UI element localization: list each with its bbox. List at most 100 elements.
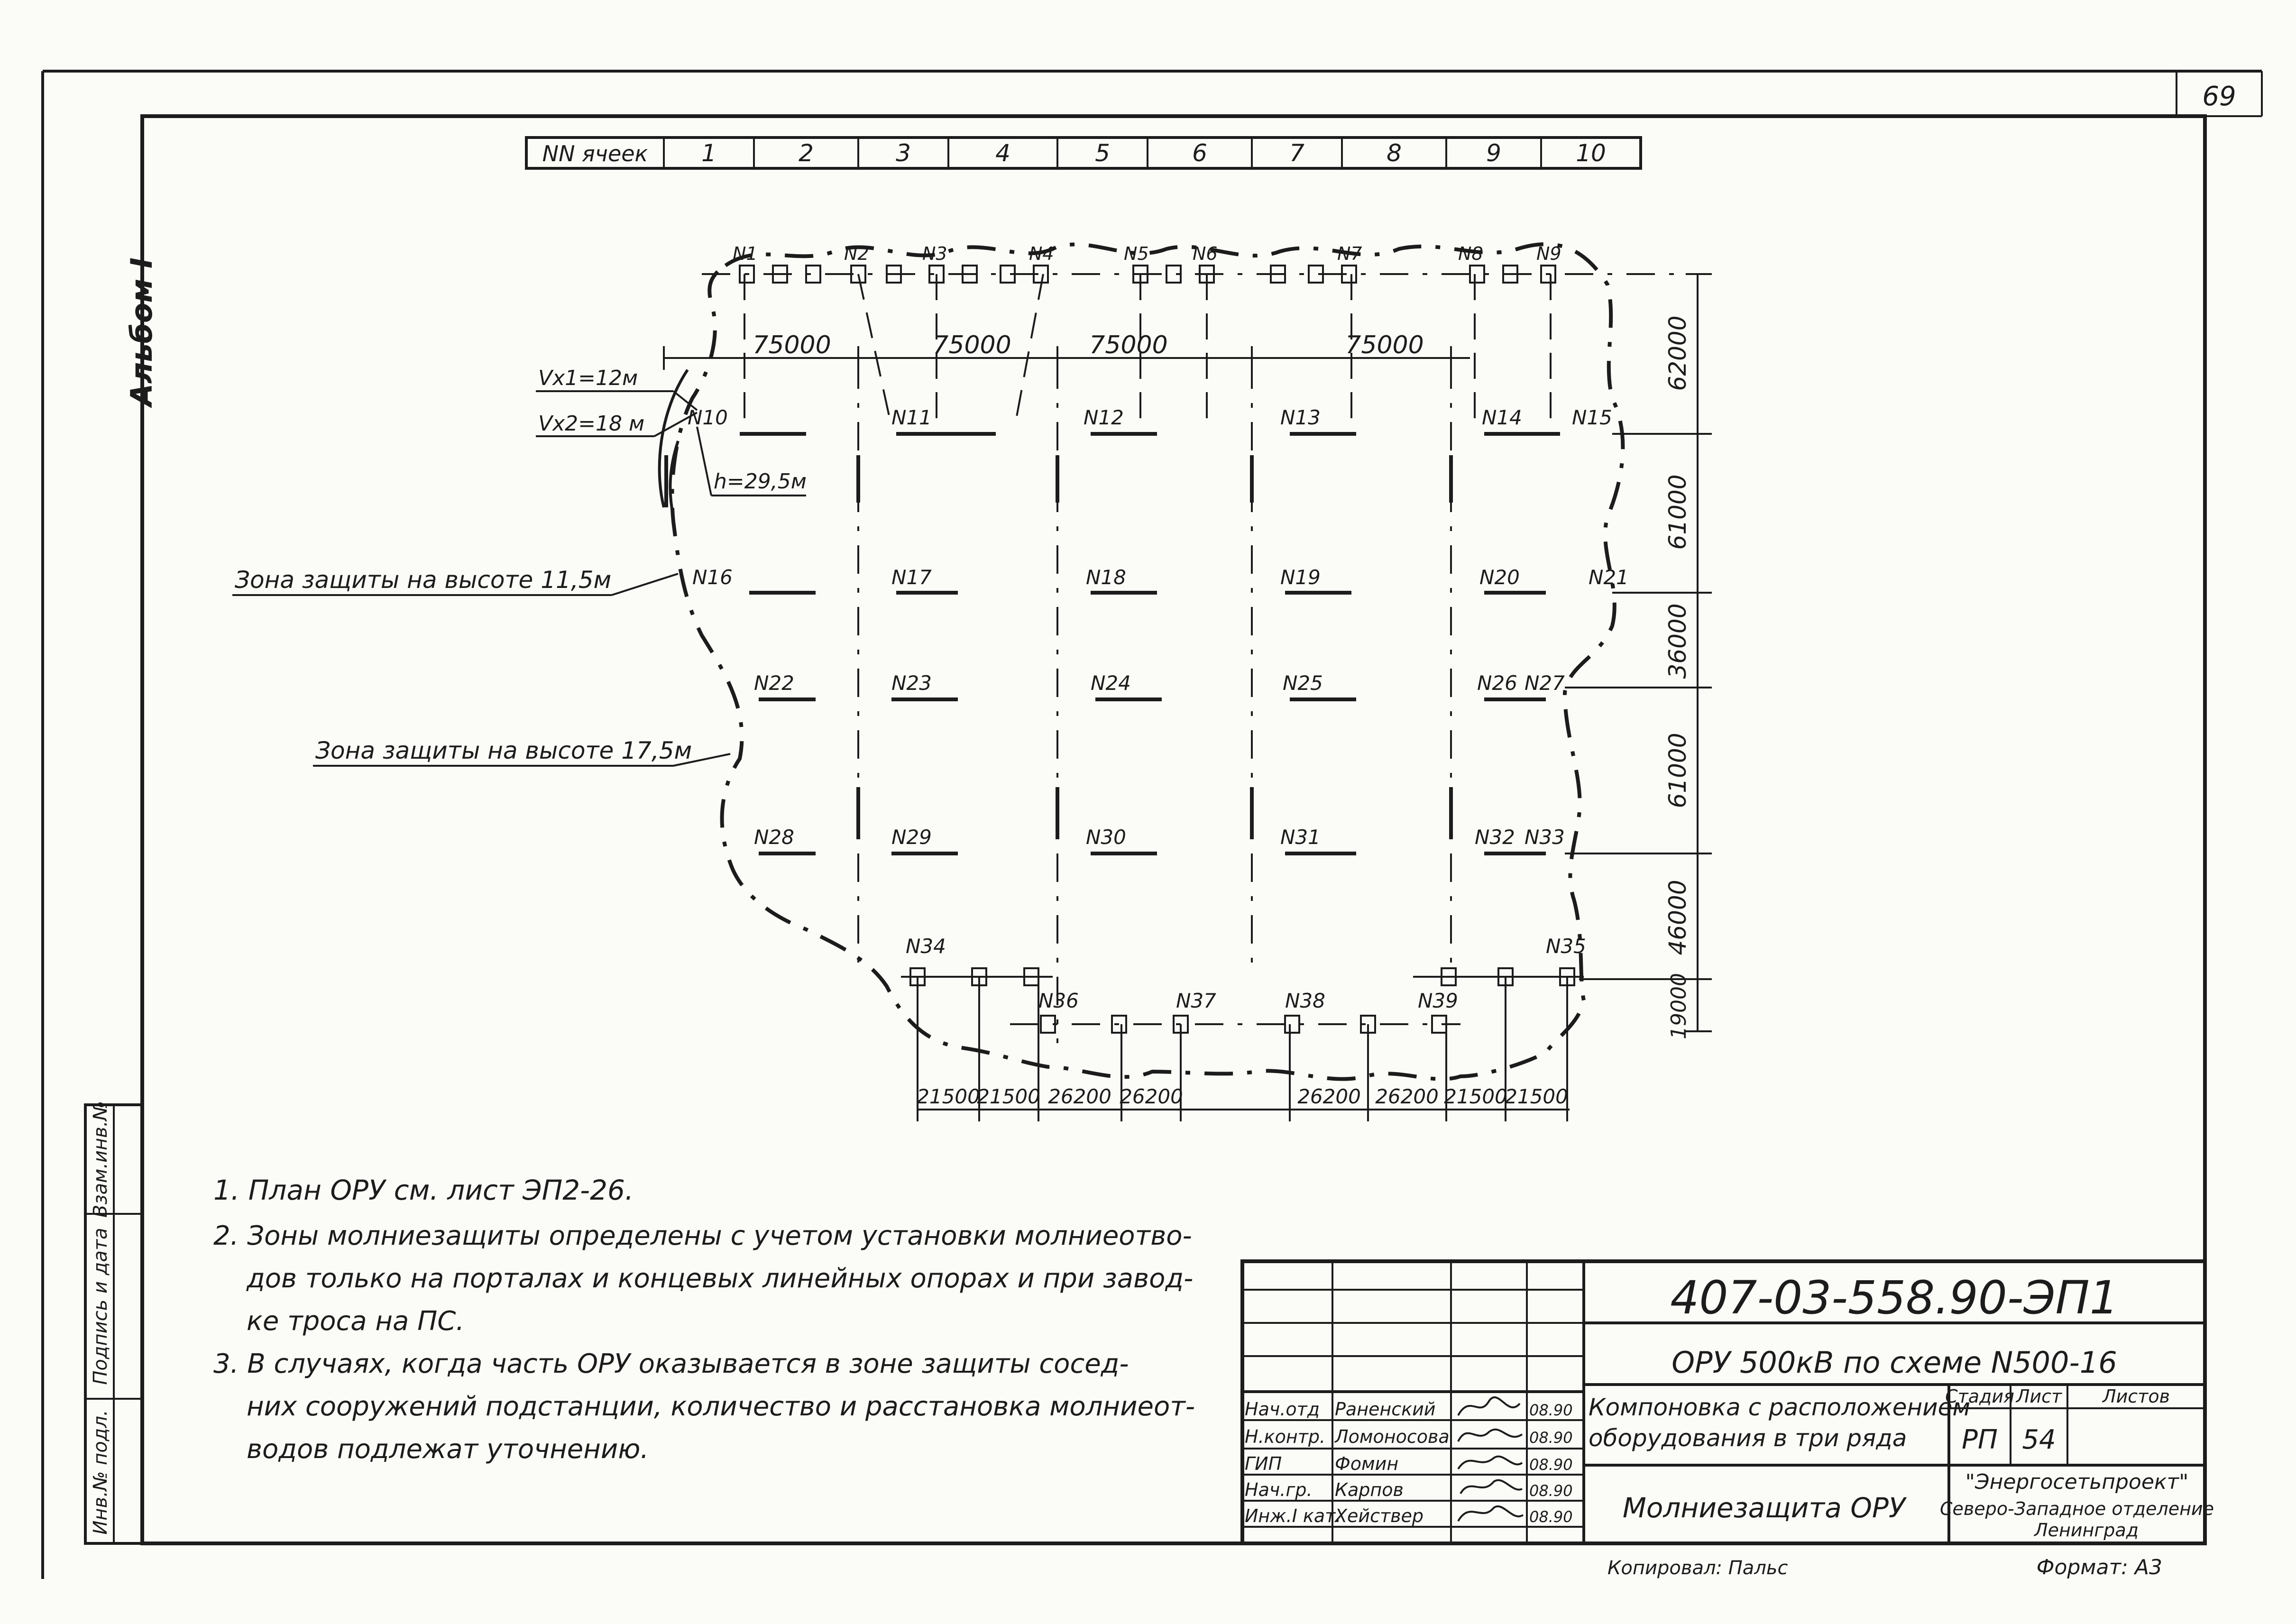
- rod-label: N25: [1283, 671, 1323, 695]
- height-label: h=29,5м: [714, 469, 807, 494]
- rod-label: N2: [844, 243, 869, 264]
- right-dim: 46000: [1664, 880, 1691, 955]
- rod-label: N17: [891, 566, 932, 589]
- bottom-dim: 26200: [1375, 1085, 1439, 1108]
- rod-label: N29: [891, 826, 932, 849]
- cell-number: 4: [995, 139, 1010, 167]
- radius-label-1: Vx1=12м: [538, 366, 638, 390]
- rod-label: N15: [1572, 406, 1612, 429]
- cell-number: 3: [896, 139, 911, 167]
- rod-label: N26: [1477, 671, 1517, 695]
- bottom-dim: 26200: [1120, 1085, 1183, 1108]
- signer-role: Инж.I кат.: [1245, 1505, 1341, 1526]
- subject-line: оборудования в три ряда: [1589, 1424, 1907, 1452]
- rod-label: N32: [1475, 826, 1515, 849]
- cell-number: 1: [701, 139, 716, 167]
- rod-label: N27: [1525, 671, 1565, 695]
- equipment-rows: [664, 432, 1560, 855]
- note-line: 1. План ОРУ см. лист ЭП2-26.: [213, 1174, 634, 1206]
- signer-name: Карпов: [1335, 1479, 1404, 1500]
- rod-label: N3: [922, 243, 947, 264]
- cell-number: 2: [799, 139, 814, 167]
- rod-label: N13: [1280, 406, 1321, 429]
- bottom-extension-lines: [917, 977, 1568, 1105]
- radius-label-2: Vx2=18 м: [538, 412, 644, 436]
- signer-date: 08.90: [1529, 1401, 1573, 1419]
- rod-label: N21: [1589, 566, 1629, 589]
- rod-label: N35: [1546, 935, 1586, 958]
- bottom-dim: 26200: [1048, 1085, 1111, 1108]
- rod-label: N37: [1176, 989, 1216, 1012]
- left-stamp: [84, 1103, 144, 1545]
- signer-name: Фомин: [1335, 1453, 1398, 1474]
- right-dim: 19000: [1667, 973, 1691, 1039]
- rod-label: N39: [1418, 989, 1458, 1012]
- rod-label: N6: [1193, 243, 1218, 264]
- right-dim: 36000: [1664, 603, 1691, 679]
- sheet-value: 54: [2022, 1424, 2056, 1455]
- rod-label: N34: [906, 935, 946, 958]
- signer-date: 08.90: [1529, 1508, 1573, 1526]
- stamp-label: Взам.инв.№: [90, 1101, 111, 1218]
- signer-role: Нач.отд: [1245, 1399, 1320, 1420]
- rod-label: N36: [1038, 989, 1079, 1012]
- sheet-header: Лист: [2015, 1386, 2063, 1407]
- org-line: Ленинград: [2033, 1520, 2139, 1541]
- right-dimension: [1565, 273, 1712, 1032]
- rod-label: N33: [1525, 826, 1565, 849]
- rod-label: N7: [1337, 243, 1362, 264]
- cell-number: 6: [1192, 139, 1207, 167]
- drawing-code: 407-03-558.90-ЭП1: [1670, 1271, 2119, 1324]
- note-line: дов только на порталах и концевых линейн…: [246, 1263, 1193, 1294]
- rod-label: N23: [891, 671, 932, 695]
- rod-label: N4: [1029, 243, 1054, 264]
- cell-number: 10: [1576, 139, 1606, 167]
- signer-date: 08.90: [1529, 1456, 1573, 1474]
- cell-number: 8: [1387, 139, 1402, 167]
- bottom-dim: 21500: [1444, 1085, 1507, 1108]
- rod-label: N9: [1536, 243, 1561, 264]
- note-line: них сооружений подстанции, количество и …: [247, 1391, 1195, 1422]
- zone-high-label: Зона защиты на высоте 17,5м: [315, 737, 692, 764]
- rod-label: N10: [688, 406, 728, 429]
- rod-label: N16: [692, 566, 733, 589]
- rod-label: N5: [1124, 243, 1149, 264]
- span-dim: 75000: [753, 331, 831, 359]
- stage-header: Стадия: [1945, 1386, 2014, 1407]
- cell-number: 9: [1486, 139, 1501, 167]
- note-line: водов подлежат уточнению.: [247, 1434, 649, 1465]
- bottom-dim: 21500: [917, 1085, 980, 1108]
- format-label: Формат: А3: [2037, 1555, 2162, 1579]
- protection-zone-outline: [670, 242, 1625, 1081]
- rod-label: N14: [1482, 406, 1522, 429]
- signer-name: Хействер: [1334, 1505, 1424, 1526]
- cells-header-table: [525, 136, 1642, 170]
- rod-label: N1: [733, 243, 758, 264]
- rod-label: N28: [754, 826, 794, 849]
- sheet-number: 69: [2202, 81, 2236, 112]
- rod-label: N12: [1084, 406, 1124, 429]
- radius-arc: [658, 369, 689, 508]
- cell-number: 7: [1289, 139, 1304, 167]
- stamp-label: Подпись и дата: [90, 1228, 111, 1385]
- rod-label: N18: [1086, 566, 1126, 589]
- rod-label: N8: [1458, 243, 1483, 264]
- rod-label: N20: [1479, 566, 1520, 589]
- zone-low-label: Зона защиты на высоте 11,5м: [235, 566, 611, 594]
- signer-role: Нач.гр.: [1245, 1479, 1313, 1500]
- signatures: [1457, 1396, 1524, 1522]
- frame: [41, 70, 2263, 1579]
- rod-label: N22: [754, 671, 794, 695]
- bottom-dim: 26200: [1297, 1085, 1361, 1108]
- copied-by: Копировал: Пальс: [1607, 1557, 1788, 1579]
- right-dim: 61000: [1664, 733, 1691, 808]
- signer-name: Ломоносова: [1334, 1426, 1450, 1447]
- bottom-dim: 21500: [977, 1085, 1040, 1108]
- signer-name: Раненский: [1335, 1399, 1436, 1420]
- span-dim: 75000: [933, 331, 1011, 359]
- note-line: 3. В случаях, когда часть ОРУ оказываетс…: [213, 1349, 1129, 1379]
- radius-arc: [669, 440, 680, 517]
- title-block: [1240, 1259, 2207, 1545]
- rod-label: N11: [891, 406, 932, 429]
- lightning-rod-symbols: [739, 265, 1575, 1034]
